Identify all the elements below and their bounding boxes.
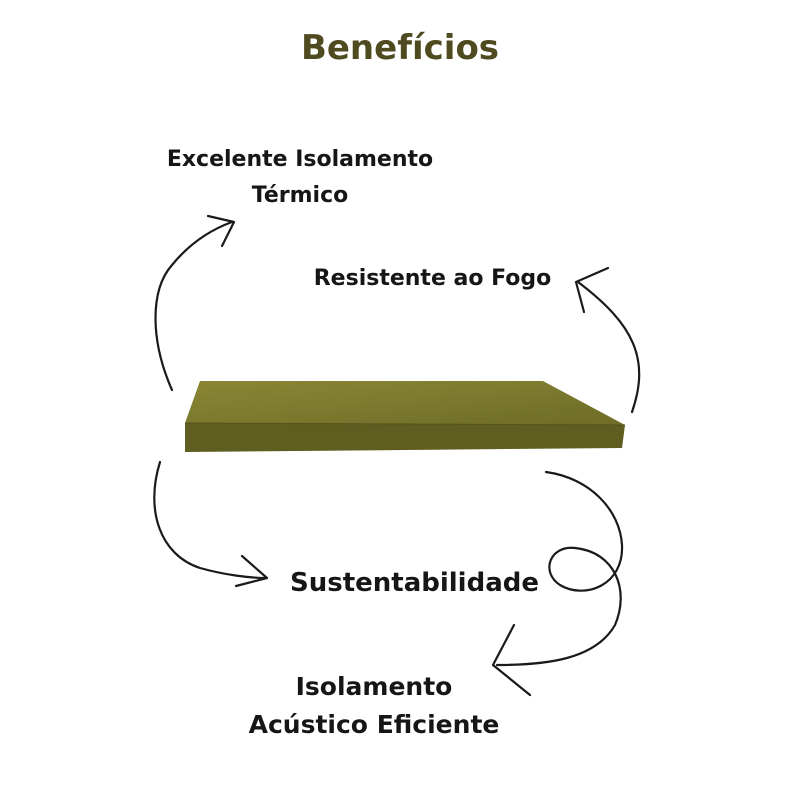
arrow-to-fire-icon [574, 266, 641, 414]
benefit-thermal-insulation: Excelente Isolamento Térmico [150, 142, 450, 214]
arrow-to-sustainability-icon [153, 460, 269, 588]
benefit-thermal-line2: Térmico [251, 183, 349, 208]
benefit-acoustic-line2: Acústico Eficiente [248, 710, 500, 739]
benefit-thermal-line1: Excelente Isolamento [166, 147, 434, 172]
page-title: Benefícios [300, 28, 500, 68]
arrow-to-acoustic-icon [491, 470, 624, 697]
panel-front-face [185, 423, 625, 452]
benefit-fire-resistant: Resistente ao Fogo [313, 266, 552, 291]
arrow-to-thermal-icon [154, 214, 236, 392]
benefit-acoustic-insulation: Isolamento Acústico Eficiente [232, 668, 516, 744]
panel-top-face [185, 381, 625, 425]
benefit-sustainability: Sustentabilidade [289, 568, 539, 598]
benefit-acoustic-line1: Isolamento [295, 672, 453, 701]
mineral-wool-panel [184, 381, 626, 452]
